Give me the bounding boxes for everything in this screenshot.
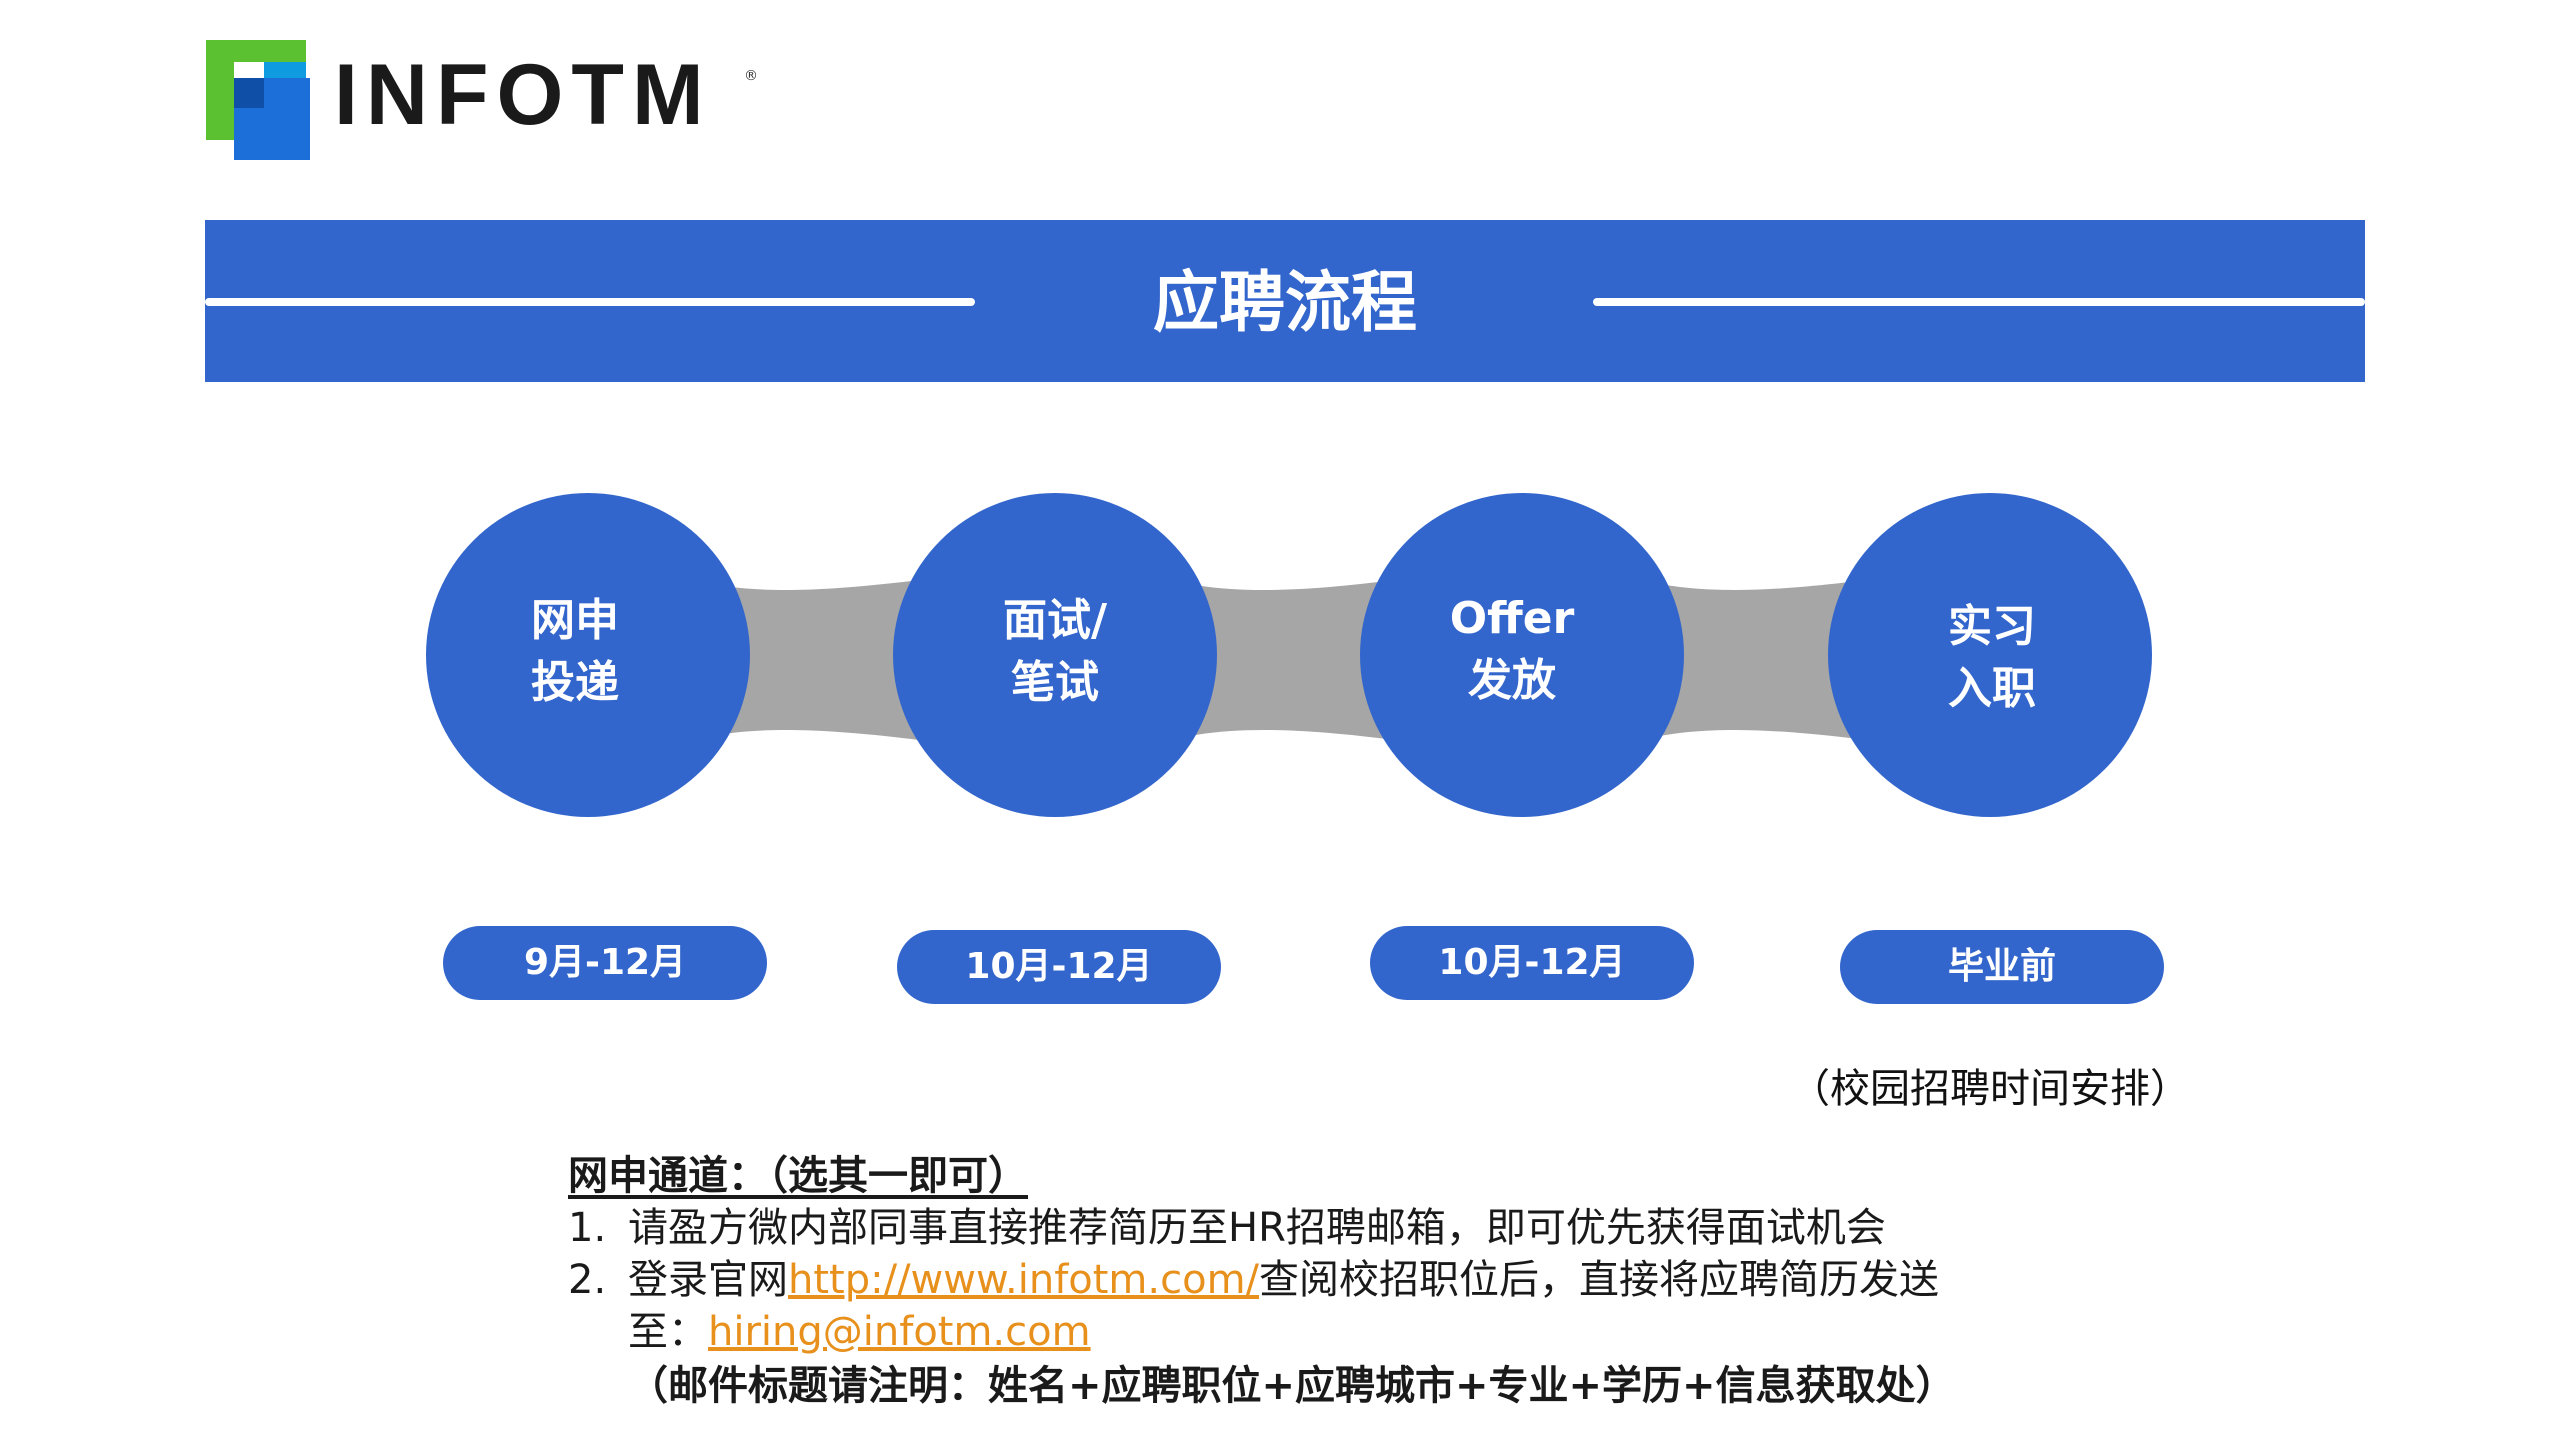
channel-item-1: 1. 请盈方微内部同事直接推荐简历至HR招聘邮箱，即可优先获得面试机会 [568, 1202, 2068, 1254]
banner-title: 应聘流程 [1153, 264, 1417, 341]
logo-mark-icon [206, 40, 310, 160]
step-label-2: 面试/ 笔试 [895, 590, 1215, 714]
step-circle-4 [1828, 493, 2152, 817]
application-channels: 网申通道：（选其一即可） 1. 请盈方微内部同事直接推荐简历至HR招聘邮箱，即可… [568, 1150, 2068, 1414]
period-pill-4: 毕业前 [1840, 930, 2164, 1004]
hiring-email-link[interactable]: hiring@infotm.com [708, 1309, 1091, 1355]
step-label-2-line1: 面试/ [1002, 595, 1108, 646]
channel-heading: 网申通道：（选其一即可） [568, 1153, 1028, 1199]
step-label-3-line1: Offer [1449, 593, 1575, 644]
channel-item-2-continuation: 至：hiring@infotm.com [568, 1306, 2068, 1358]
step-label-1: 网申 投递 [415, 590, 735, 714]
step-label-2-line2: 笔试 [1011, 657, 1099, 708]
official-website-link[interactable]: http://www.infotm.com/ [788, 1257, 1260, 1303]
logo-wordmark: INFOTM [334, 47, 712, 143]
period-pill-1: 9月-12月 [443, 926, 767, 1000]
step-label-1-line2: 投递 [531, 657, 619, 708]
step-label-3-line2: 发放 [1468, 655, 1556, 706]
channel-item-2: 2. 登录官网http://www.infotm.com/查阅校招职位后，直接将… [568, 1254, 2068, 1306]
step-circle-2 [893, 493, 1217, 817]
period-pill-2: 10月-12月 [897, 930, 1221, 1004]
channel-item-1-text: 请盈方微内部同事直接推荐简历至HR招聘邮箱，即可优先获得面试机会 [628, 1205, 1886, 1251]
banner-line-left [205, 298, 975, 306]
banner-line-right [1593, 298, 2365, 306]
period-pill-3: 10月-12月 [1370, 926, 1694, 1000]
step-circle-3 [1360, 493, 1684, 817]
step-label-3: Offer 发放 [1352, 588, 1672, 712]
channel-item-1-number: 1. [568, 1205, 607, 1251]
step-label-4: 实习 入职 [1832, 596, 2152, 720]
step-circle-1 [426, 493, 750, 817]
schedule-note: （校园招聘时间安排） [1790, 1066, 2190, 1112]
step-label-1-line1: 网申 [531, 595, 619, 646]
channel-item-2-number: 2. [568, 1257, 607, 1303]
registered-mark: ® [744, 68, 758, 84]
step-label-4-line1: 实习 [1948, 601, 2036, 652]
email-subject-remark: （邮件标题请注明：姓名+应聘职位+应聘城市+专业+学历+信息获取处） [628, 1363, 1956, 1409]
channel-item-2-text-before: 登录官网 [628, 1257, 788, 1303]
title-banner: 应聘流程 [205, 220, 2365, 382]
email-prefix: 至： [628, 1309, 708, 1355]
channel-item-2-text-after: 查阅校招职位后，直接将应聘简历发送 [1259, 1257, 1940, 1303]
step-label-4-line2: 入职 [1948, 663, 2036, 714]
company-logo: INFOTM ® [206, 40, 766, 160]
